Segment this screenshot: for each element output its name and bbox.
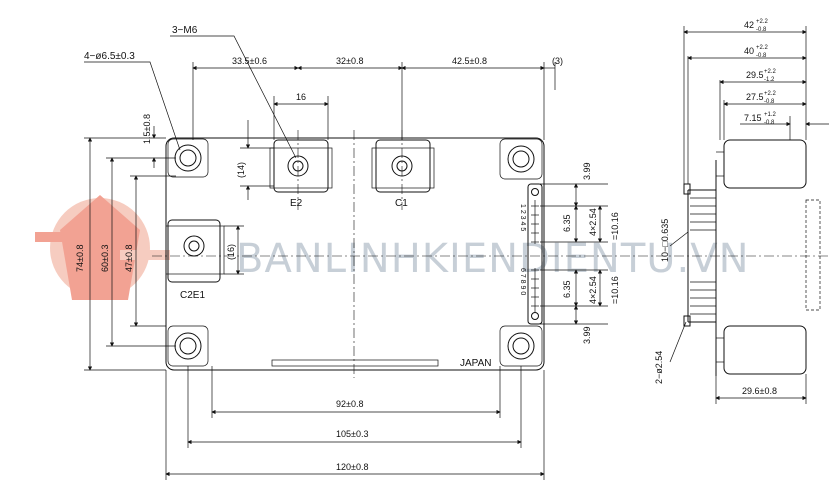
dim-left-d: 1.5±0.8	[142, 114, 152, 144]
dim-left-f: (16)	[226, 244, 236, 260]
top-dimensions	[84, 35, 556, 159]
dim-right-h: 3.99	[582, 326, 592, 344]
svg-text:-0.8: -0.8	[764, 120, 775, 126]
svg-text:27.5: 27.5	[746, 92, 764, 102]
svg-text:40: 40	[744, 46, 754, 56]
mount-hole-tr	[499, 138, 543, 180]
terminal-e2-label: E2	[290, 198, 303, 209]
right-pin-dimensions	[540, 183, 608, 325]
dim-right-d: =10.16	[610, 212, 620, 240]
side-dim-1: 42 +2.2 -0.8	[744, 19, 769, 33]
dim-right-f: 4×2.54	[588, 276, 598, 304]
label-slot	[271, 359, 439, 367]
dim-left-e: (14)	[236, 162, 246, 178]
bottom-dimensions	[165, 366, 545, 480]
watermark-text: BANLINHKIENDIENTU.VN	[236, 236, 750, 282]
terminal-c2e1-label: C2E1	[180, 290, 205, 301]
pin-header	[527, 183, 543, 325]
callout-pin-dia: 2−ø2.54	[654, 351, 664, 384]
pin-numbers-a: 1 2 3 4 5	[519, 204, 526, 231]
callout-pins: 10−□0.635	[660, 219, 670, 262]
svg-text:+2.2: +2.2	[764, 91, 777, 97]
svg-text:7.15: 7.15	[744, 113, 762, 123]
dim-right-e: 6.35	[562, 280, 572, 298]
svg-text:-0.8: -0.8	[756, 53, 767, 59]
terminal-c1-label: C1	[395, 198, 408, 209]
callout-screw-terminals: 3−M6	[172, 25, 198, 36]
pin-numbers-b: 6 7 8 9 0	[519, 268, 526, 295]
svg-text:29.5: 29.5	[746, 70, 764, 80]
dim-right-c: 4×2.54	[588, 208, 598, 236]
terminal-e2	[269, 139, 333, 193]
side-dim-4: 27.5 +2.2 -0.8	[746, 91, 777, 105]
dim-top-b: 32±0.8	[336, 56, 363, 66]
watermark: BANLINHKIENDIENTU.VN	[35, 195, 750, 300]
svg-text:-0.8: -0.8	[756, 27, 767, 33]
mount-hole-br	[499, 325, 543, 367]
dim-left-a: 74±0.8	[75, 245, 85, 272]
svg-text:+1.2: +1.2	[764, 112, 777, 118]
svg-text:42: 42	[744, 20, 754, 30]
dim-bottom-a: 92±0.8	[336, 399, 363, 409]
svg-text:+2.2: +2.2	[764, 69, 777, 75]
country-label: JAPAN	[460, 358, 492, 369]
side-terminal-top	[716, 139, 807, 189]
callout-mount-holes: 4−ø6.5±0.3	[84, 51, 135, 62]
terminal-c1	[371, 139, 435, 193]
dim-top-d: (3)	[552, 56, 563, 66]
side-dim-2: 40 +2.2 -0.8	[744, 45, 769, 59]
svg-text:+2.2: +2.2	[756, 19, 769, 25]
dim-top-a: 33.5±0.6	[232, 56, 267, 66]
terminal-c2e1	[165, 219, 225, 283]
side-dim-3: 29.5 +2.2 -1.2	[746, 69, 777, 83]
dim-bottom-b: 105±0.3	[336, 429, 368, 439]
dim-bottom-c: 120±0.8	[336, 462, 368, 472]
dim-right-g: =10.16	[610, 276, 620, 304]
watermark-logo	[35, 195, 170, 300]
dim-left-b: 60±0.3	[100, 245, 110, 272]
side-dim-bottom: 29.6±0.8	[742, 386, 777, 396]
svg-text:-0.8: -0.8	[764, 99, 775, 105]
module-side-view	[669, 26, 829, 404]
side-terminal-bottom	[716, 325, 807, 375]
side-pins	[690, 197, 716, 315]
svg-text:-1.2: -1.2	[764, 77, 775, 83]
left-dimensions	[84, 120, 274, 371]
dim-right-a: 3.99	[582, 162, 592, 180]
dim-left-c: 47±0.8	[124, 245, 134, 272]
side-dim-5: 7.15 +1.2 -0.8	[744, 112, 777, 126]
dim-right-b: 6.35	[562, 214, 572, 232]
dim-top-c: 42.5±0.8	[452, 56, 487, 66]
dim-top-e: 16	[296, 92, 306, 102]
svg-text:+2.2: +2.2	[756, 45, 769, 51]
